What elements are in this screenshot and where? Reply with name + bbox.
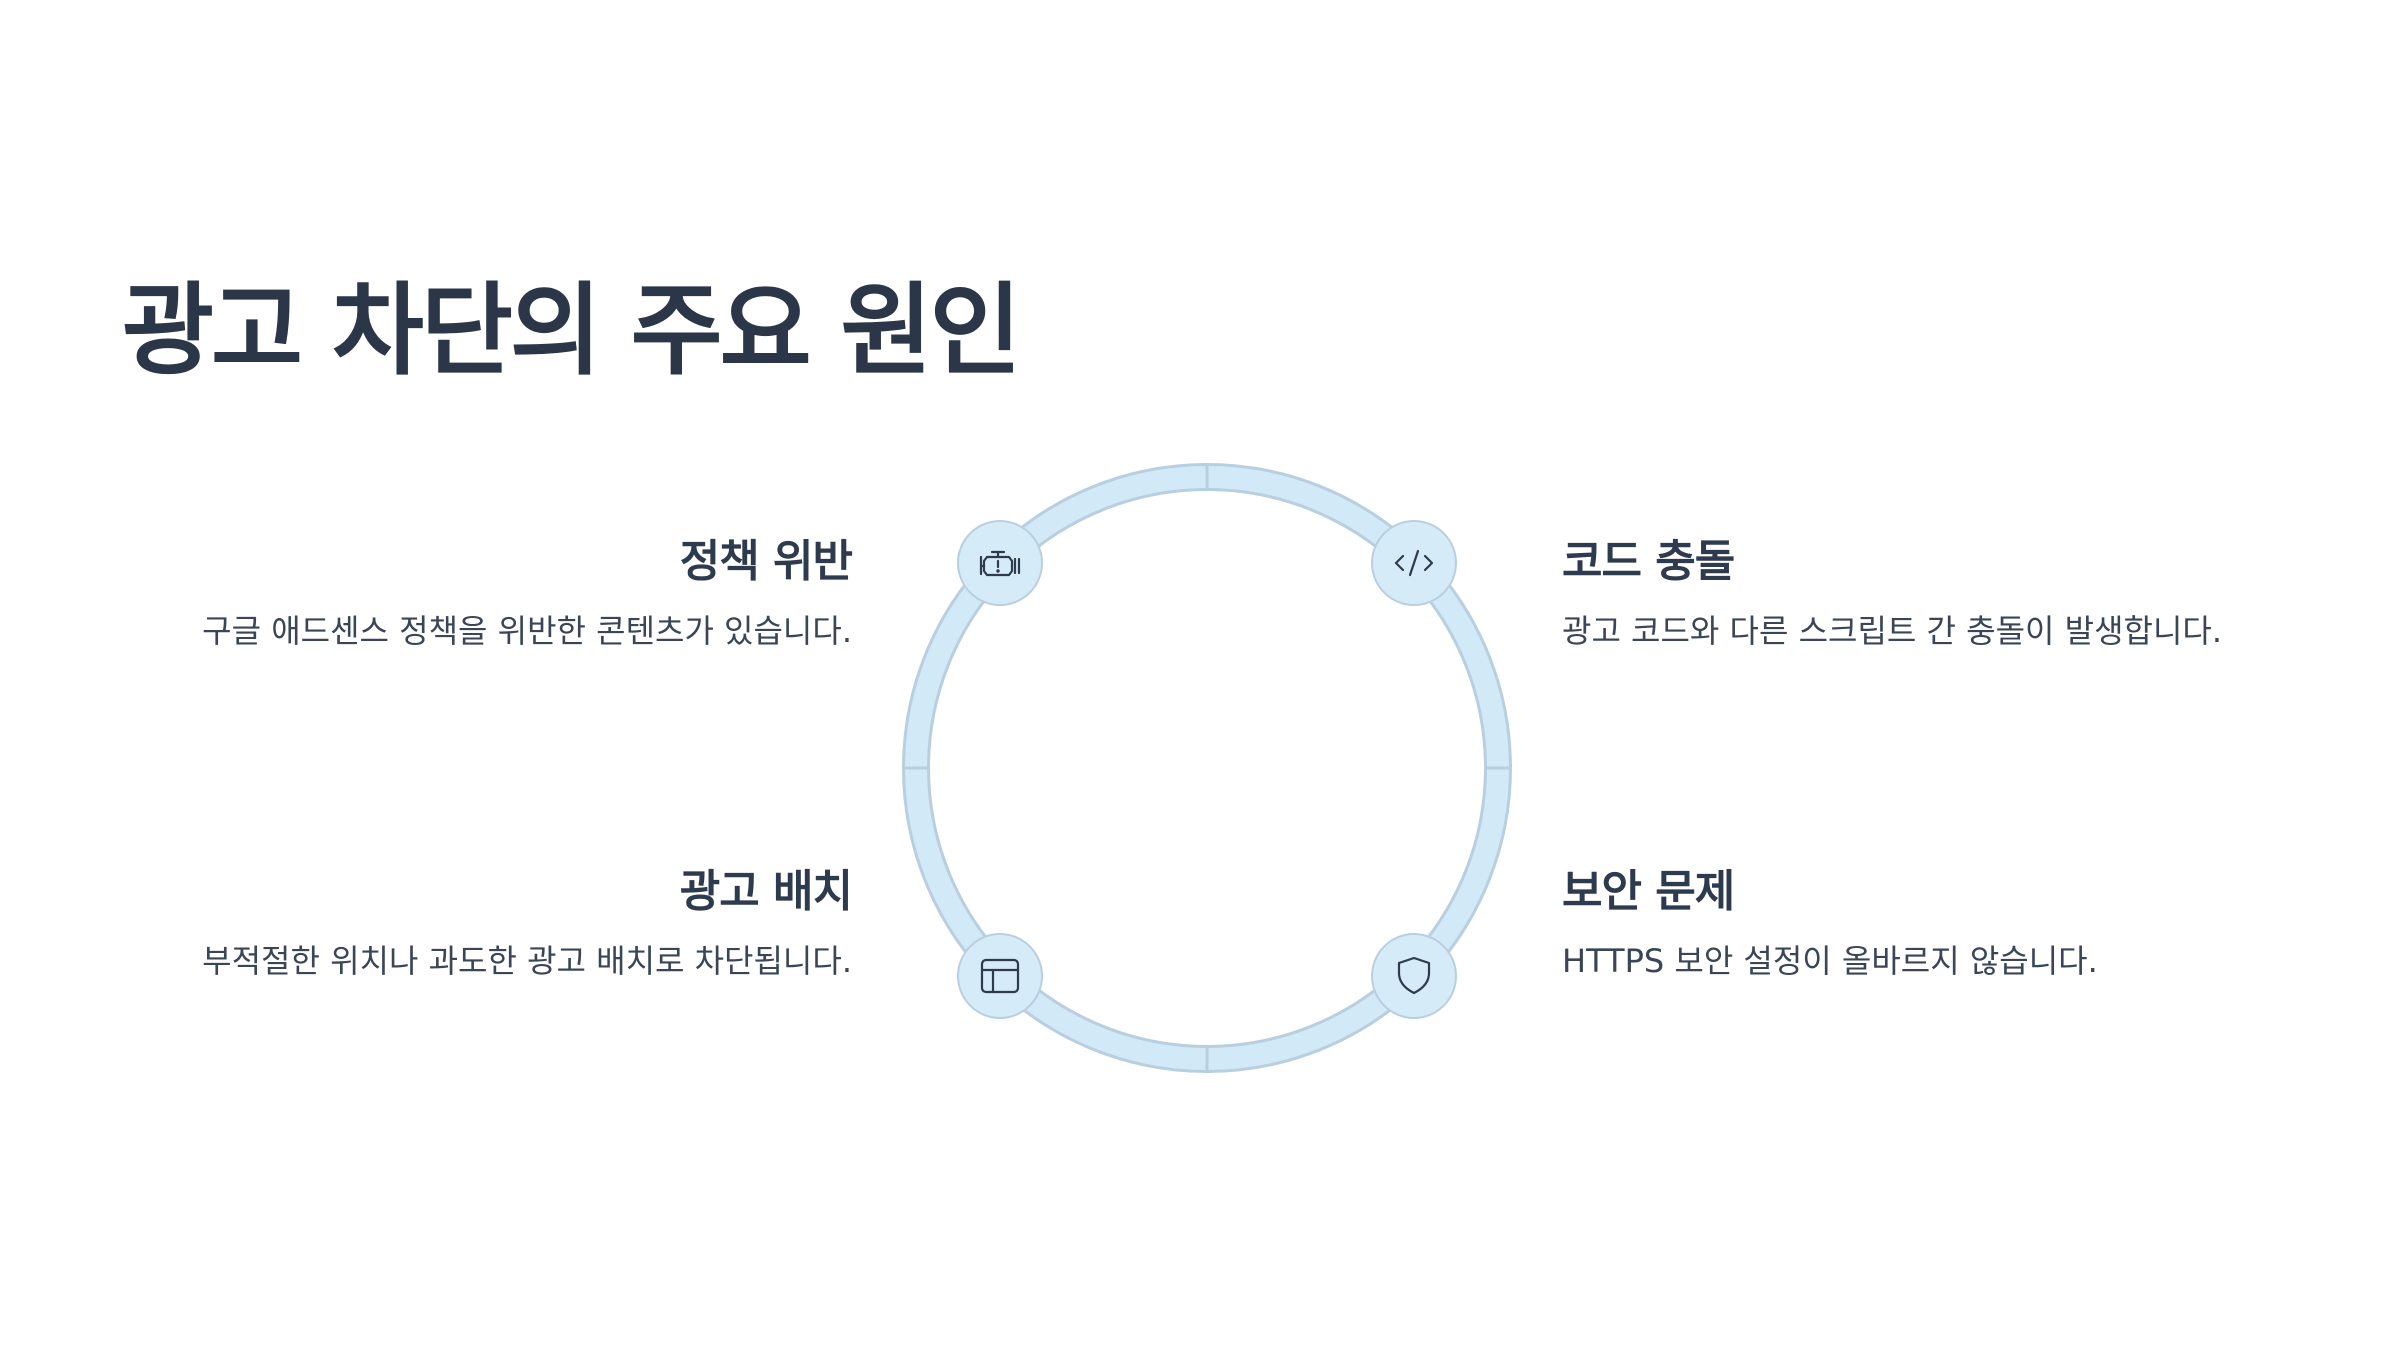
cause-heading: 보안 문제 [1562, 866, 1735, 917]
cause-ad-placement: 광고 배치 부적절한 위치나 과도한 광고 배치로 차단됩니다. [92, 866, 853, 982]
cause-description: HTTPS 보안 설정이 올바르지 않습니다. [1562, 941, 2098, 980]
cause-security-issue: 보안 문제 HTTPS 보안 설정이 올바르지 않습니다. [1562, 866, 2322, 982]
cause-heading: 코드 충돌 [1562, 536, 1735, 587]
node-security-issue [1371, 933, 1457, 1019]
cause-heading: 광고 배치 [679, 866, 853, 917]
node-code-conflict [1371, 520, 1457, 606]
node-policy-violation [957, 520, 1043, 606]
code-icon [1394, 549, 1434, 577]
cause-description: 부적절한 위치나 과도한 광고 배치로 차단됩니다. [202, 941, 852, 980]
cause-policy-violation: 정책 위반 구글 애드센스 정책을 위반한 콘텐츠가 있습니다. [92, 536, 853, 652]
engine-warning-icon [979, 550, 1021, 577]
cause-heading: 정책 위반 [679, 536, 853, 587]
cause-description: 광고 코드와 다른 스크립트 간 충돌이 발생합니다. [1562, 611, 2223, 650]
page-title: 광고 차단의 주요 원인 [122, 272, 1021, 389]
layout-icon [980, 958, 1020, 994]
cause-code-conflict: 코드 충돌 광고 코드와 다른 스크립트 간 충돌이 발생합니다. [1562, 536, 2322, 652]
cycle-ring [902, 463, 1512, 1073]
node-ad-placement [957, 933, 1043, 1019]
cause-description: 구글 애드센스 정책을 위반한 콘텐츠가 있습니다. [202, 611, 852, 650]
shield-icon [1397, 956, 1431, 995]
